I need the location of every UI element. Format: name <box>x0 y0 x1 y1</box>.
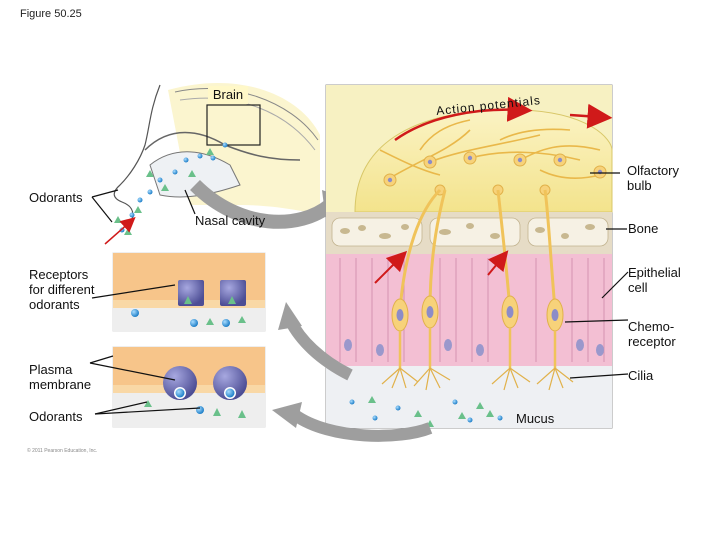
receptor-inset-bottom <box>112 346 266 428</box>
zoom-arrow-bottom <box>291 409 433 442</box>
epithelium-layer <box>326 254 612 366</box>
inhale-arrow <box>104 217 136 245</box>
cilia <box>381 367 574 391</box>
mucus-odorants <box>349 396 503 427</box>
leader-lines <box>89 172 629 415</box>
nasal-cavity-region <box>149 151 241 198</box>
chemoreceptor-label: Chemo- receptor <box>628 319 676 349</box>
bulb-neurons <box>379 119 601 180</box>
epithelial-cell-label: Epithelial cell <box>628 265 681 295</box>
plasma-membrane-label: Plasma membrane <box>29 362 92 392</box>
action-potential-arrow-2 <box>569 103 613 129</box>
copyright-notice: © 2011 Pearson Education, Inc. <box>27 448 98 454</box>
olfactory-bulb-label: Olfactory bulb <box>627 163 680 193</box>
zoom-arrow-top <box>190 179 335 229</box>
receptors-label: Receptors for different odorants <box>29 267 95 312</box>
head-inset <box>104 82 320 245</box>
receptor-inset-top <box>112 252 266 332</box>
odorants-label-top: Odorants <box>29 190 83 205</box>
mucus-label: Mucus <box>516 411 555 426</box>
chemoreceptor-axons <box>398 188 557 311</box>
zoom-box <box>206 104 261 146</box>
bone-label: Bone <box>628 221 659 236</box>
odorants-label-bottom: Odorants <box>29 409 83 424</box>
figure-title: Figure 50.25 <box>20 8 82 20</box>
nasal-cavity-label: Nasal cavity <box>195 213 266 228</box>
brain-label: Brain <box>208 86 248 104</box>
detail-panel <box>325 84 613 429</box>
nose-profile <box>113 84 161 221</box>
cilia-label: Cilia <box>628 368 654 383</box>
action-potential-arrow-1 <box>394 96 533 142</box>
